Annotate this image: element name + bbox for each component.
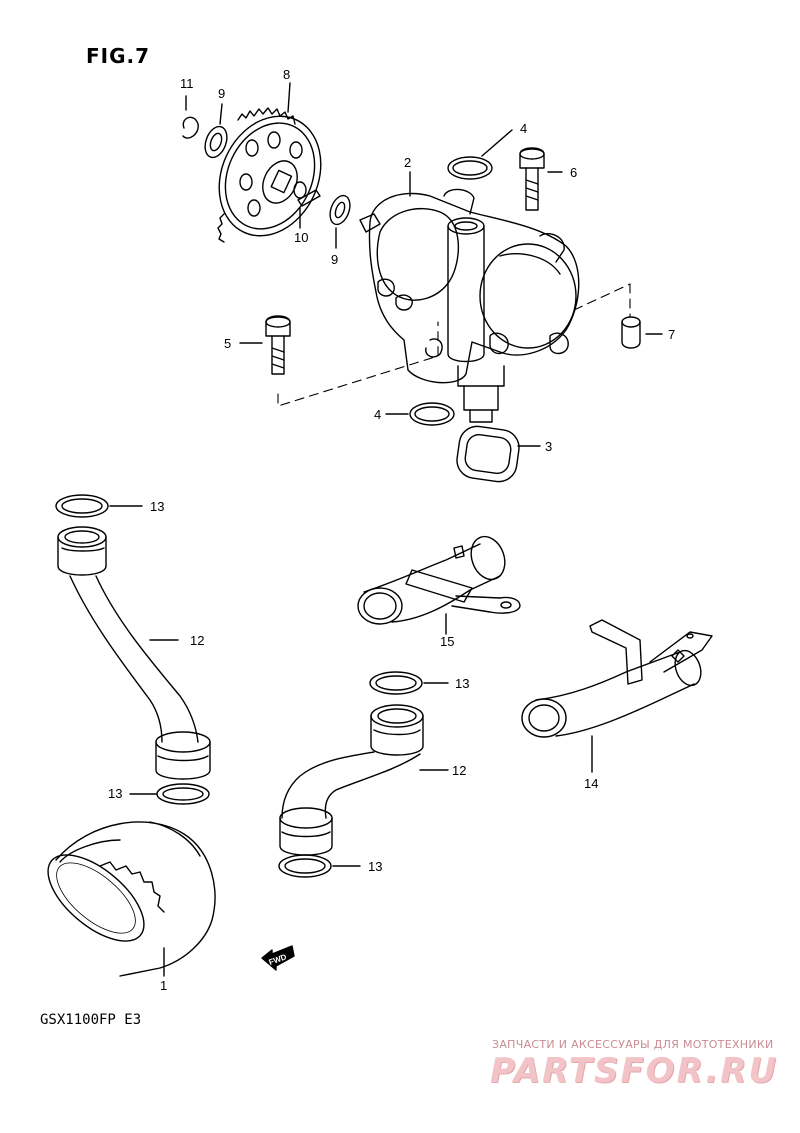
model-code: GSX1100FP E3 [40,1012,142,1028]
callout-13-a: 13 [150,499,164,514]
callout-2: 2 [404,155,411,170]
callout-labels: 11 9 8 10 9 2 4 6 7 5 4 3 13 12 13 15 13… [108,67,675,993]
callout-5: 5 [224,336,231,351]
oil-pump-assembly-2 [359,171,580,423]
oil-pump-gear-8 [217,82,322,243]
callout-12-left: 12 [190,633,204,648]
callout-1: 1 [160,978,167,993]
callout-13-c: 13 [455,676,469,691]
o-ring-13-d [278,854,361,878]
washer-9-lower [329,194,351,249]
oil-pipe-15 [357,535,521,635]
pin-10 [297,189,321,229]
callout-11: 11 [180,76,194,91]
o-ring-13-c [369,671,449,695]
circlip-11 [182,95,199,139]
oil-pipe-14 [521,619,713,773]
o-ring-4-lower [385,402,455,426]
callout-10: 10 [294,230,308,245]
callout-13-b: 13 [108,786,122,801]
dowel-pin-7 [621,316,663,349]
callout-14: 14 [584,776,598,791]
callout-8: 8 [283,67,290,82]
callout-9-lower: 9 [331,252,338,267]
fwd-arrow-icon [261,945,295,971]
o-ring-4-upper [447,129,513,180]
callout-4-upper: 4 [520,121,527,136]
gasket-3 [456,425,541,483]
figure-title: FIG.7 [86,44,151,68]
callout-15: 15 [440,634,454,649]
callout-12-middle: 12 [452,763,466,778]
callout-4-lower: 4 [374,407,381,422]
bolt-6 [519,147,563,211]
watermark-subtitle: ЗАПЧАСТИ И АКСЕССУАРЫ ДЛЯ МОТОТЕХНИКИ [492,1038,774,1051]
bolt-5 [239,315,291,375]
callout-9-upper: 9 [218,86,225,101]
callout-13-d: 13 [368,859,382,874]
callout-7: 7 [668,327,675,342]
o-ring-13-a [55,494,143,518]
assembly-lines [277,283,631,407]
o-ring-13-b [129,783,210,805]
callout-6: 6 [570,165,577,180]
washer-9-upper [204,103,228,159]
oil-pipe-12-left [57,526,211,780]
oil-pipe-12-middle [279,704,449,856]
oil-filter-1 [47,821,216,977]
watermark-logo: PARTSFOR.RU [490,1051,779,1091]
callout-3: 3 [545,439,552,454]
